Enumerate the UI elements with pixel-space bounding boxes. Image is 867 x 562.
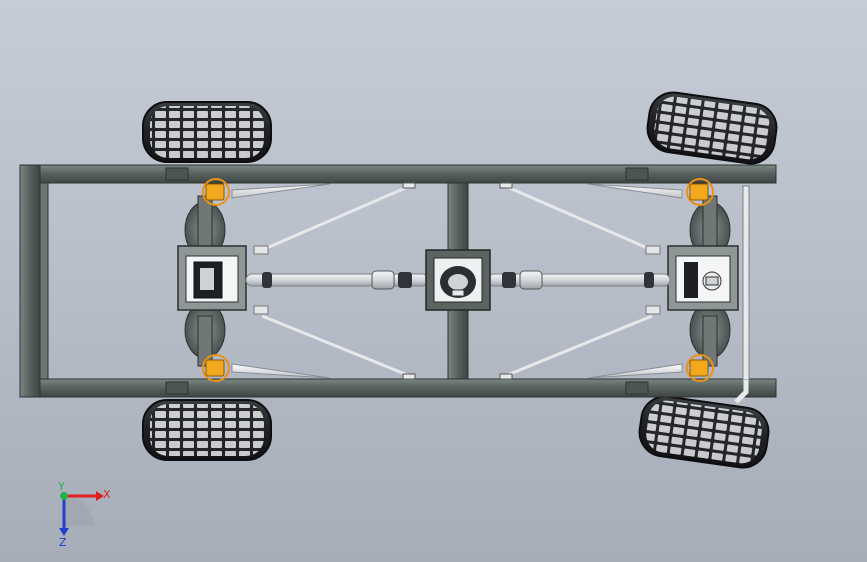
- steering-tie-rod[interactable]: [734, 185, 750, 404]
- y-axis-dot: [60, 492, 68, 500]
- suspension-bushings[interactable]: [202, 178, 714, 382]
- right-axle-assembly[interactable]: [645, 195, 739, 367]
- x-axis-arrowhead: [96, 491, 104, 501]
- control-arms[interactable]: [231, 183, 683, 379]
- y-axis-label: Y: [57, 480, 65, 493]
- triad-plane-indicator: [64, 496, 94, 526]
- z-axis-label: Z: [59, 536, 67, 549]
- brace-rods: [261, 184, 653, 378]
- tire-rear-right[interactable]: [636, 393, 771, 470]
- coordinate-triad: X Y Z: [57, 480, 111, 549]
- tire-front-left[interactable]: [142, 101, 272, 163]
- left-axle-assembly[interactable]: [177, 195, 269, 367]
- center-differential[interactable]: [425, 249, 491, 311]
- tire-rear-left[interactable]: [142, 399, 272, 461]
- x-axis-label: X: [103, 488, 111, 501]
- drive-shafts[interactable]: [245, 270, 671, 290]
- tire-front-right[interactable]: [644, 89, 779, 166]
- z-axis-arrowhead: [59, 528, 69, 536]
- brace-mounts: [402, 182, 513, 380]
